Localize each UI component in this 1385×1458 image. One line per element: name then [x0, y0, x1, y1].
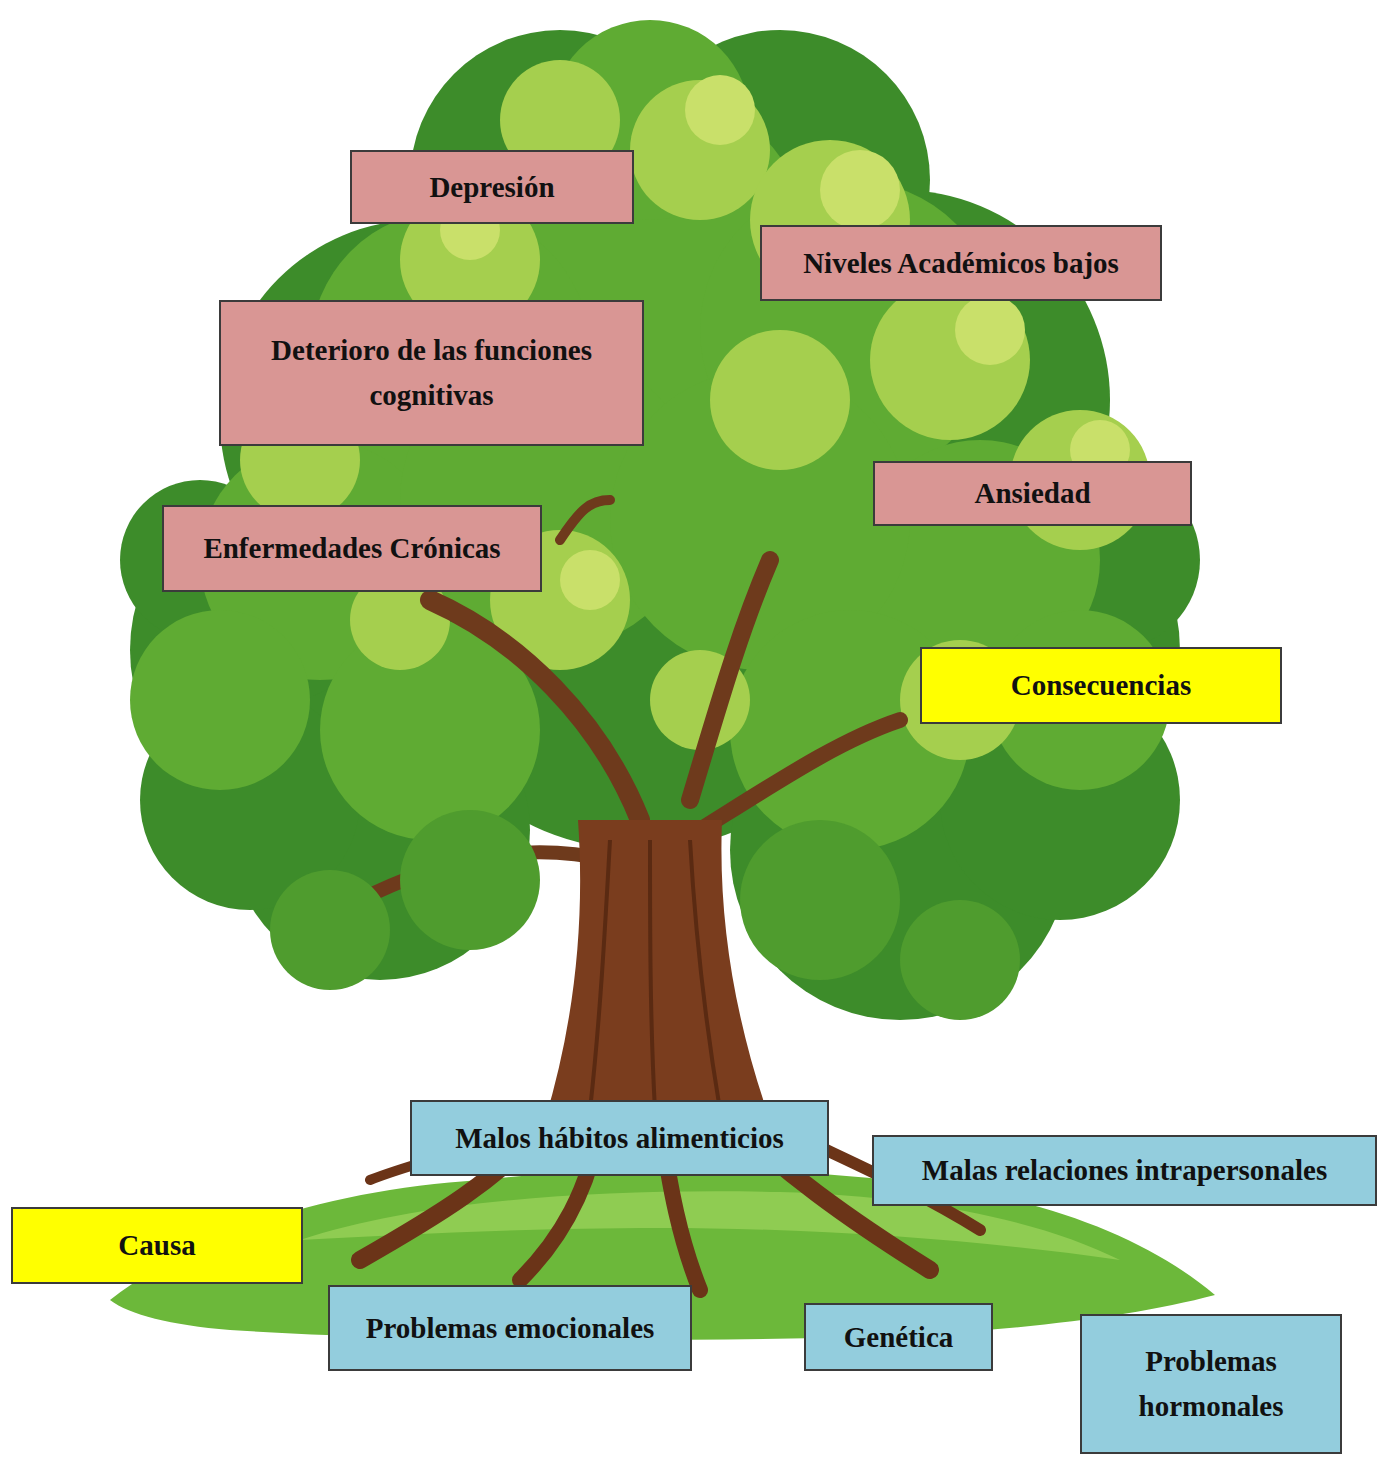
node-label: Problemas emocionales: [366, 1306, 655, 1351]
node-label: Consecuencias: [1011, 663, 1191, 708]
node-label: Deterioro de las funciones cognitivas: [231, 328, 632, 418]
heading-box: Consecuencias: [920, 647, 1282, 724]
node-label: Causa: [118, 1223, 195, 1268]
node-label: Depresión: [429, 165, 554, 210]
heading-box: Causa: [11, 1207, 303, 1284]
node-label: Genética: [844, 1315, 954, 1360]
node-label: Ansiedad: [974, 471, 1090, 516]
consequence-box: Depresión: [350, 150, 634, 224]
cause-box: Malos hábitos alimenticios: [410, 1100, 829, 1176]
node-label: Problemas hormonales: [1092, 1339, 1330, 1429]
consequence-box: Enfermedades Crónicas: [162, 505, 542, 592]
trunk-texture: [590, 840, 720, 1110]
node-label: Malas relaciones intrapersonales: [922, 1148, 1327, 1193]
trunk: [545, 820, 770, 1120]
cause-box: Genética: [804, 1303, 993, 1371]
consequence-box: Niveles Académicos bajos: [760, 225, 1162, 301]
cause-box: Problemas emocionales: [328, 1285, 692, 1371]
node-label: Niveles Académicos bajos: [803, 241, 1119, 286]
consequence-box: Deterioro de las funciones cognitivas: [219, 300, 644, 446]
node-label: Malos hábitos alimenticios: [455, 1116, 784, 1161]
node-label: Enfermedades Crónicas: [203, 526, 500, 571]
cause-box: Malas relaciones intrapersonales: [872, 1135, 1377, 1206]
cause-box: Problemas hormonales: [1080, 1314, 1342, 1454]
consequence-box: Ansiedad: [873, 461, 1192, 526]
